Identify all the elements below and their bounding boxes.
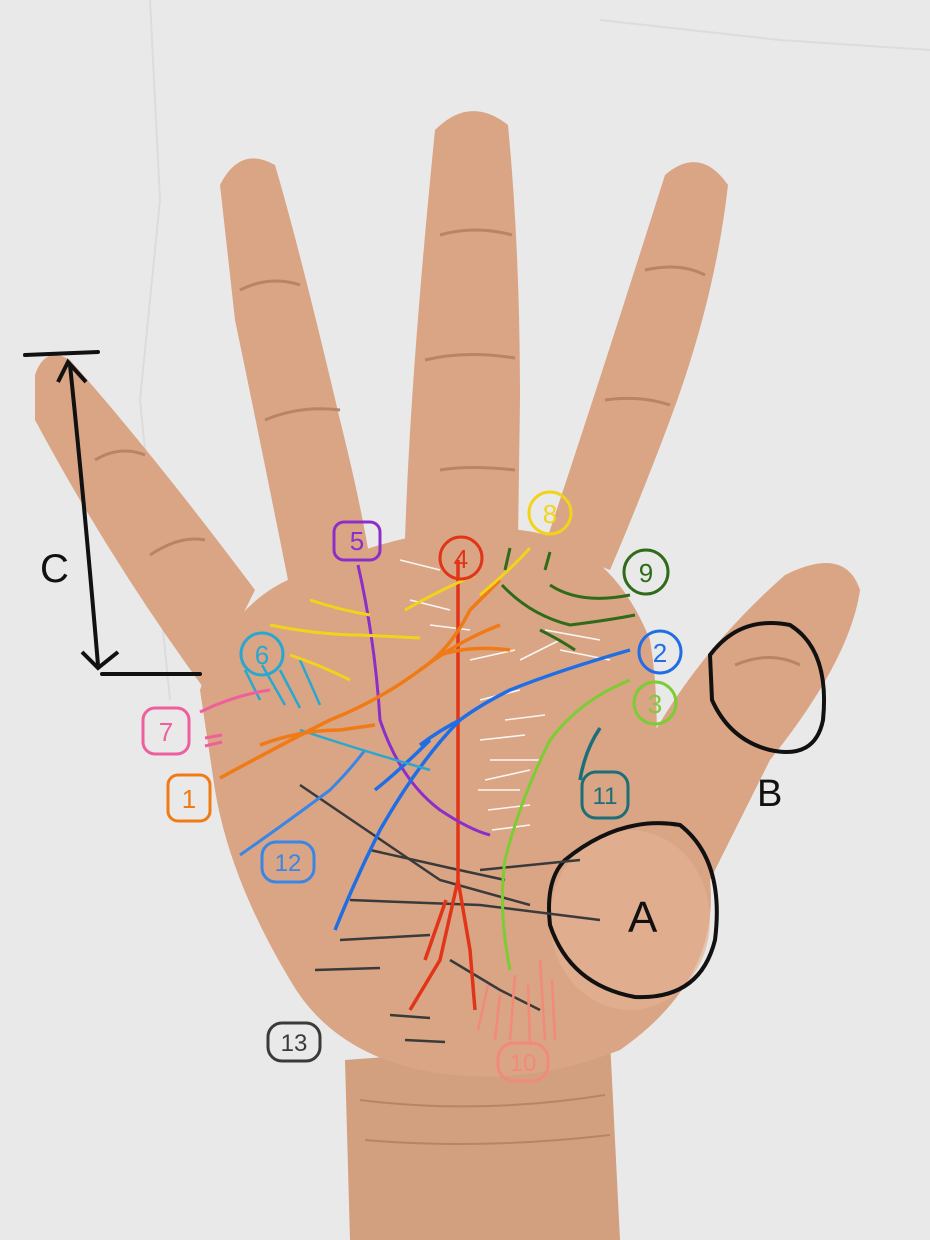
- badge-line-1-label: 1: [182, 784, 196, 814]
- badge-line-9-label: 9: [639, 558, 653, 588]
- region-a: A: [547, 821, 719, 1000]
- badge-line-2: 2: [637, 629, 683, 675]
- line-10-stroke: [476, 959, 557, 1046]
- wall-crack: [599, 19, 930, 51]
- badge-line-10-label: 10: [510, 1050, 537, 1077]
- line-12-stroke: [239, 749, 367, 857]
- badge-line-8: 8: [527, 490, 573, 536]
- badge-line-13: 13: [266, 1021, 322, 1063]
- badge-line-3-label: 3: [648, 689, 662, 719]
- line-2-stroke: [333, 648, 631, 931]
- line-3-stroke: [500, 678, 631, 971]
- badge-line-4-label: 4: [454, 544, 468, 574]
- badge-line-8-label: 8: [543, 499, 557, 529]
- line-11-stroke: [578, 727, 602, 781]
- badge-line-6: 6: [239, 631, 285, 677]
- badge-line-13-label: 13: [281, 1030, 308, 1057]
- line-6-stroke: [243, 659, 431, 772]
- arrowhead-up-icon: [56, 358, 88, 384]
- middle-finger: [405, 111, 520, 541]
- wrist-creases: [359, 1094, 611, 1145]
- line-5-stroke: [356, 564, 491, 837]
- pinky-finger: [35, 355, 255, 690]
- thumb-crease: [734, 656, 801, 667]
- badge-line-7: 7: [141, 706, 191, 756]
- badge-line-1: 1: [166, 773, 212, 823]
- white-hatch-lines: [399, 559, 611, 831]
- middle-finger-creases: [424, 228, 516, 472]
- badge-line-6-label: 6: [255, 640, 269, 670]
- region-b: B: [707, 621, 826, 815]
- label-c: C: [40, 547, 69, 591]
- line-9-stroke: [500, 547, 636, 652]
- index-finger: [545, 162, 728, 570]
- badge-line-12: 12: [260, 840, 316, 884]
- label-b: B: [757, 773, 782, 815]
- line-1-stroke: [219, 578, 511, 780]
- thenar-eminence: [550, 830, 710, 1010]
- badge-line-3: 3: [632, 680, 678, 726]
- badge-line-7-label: 7: [159, 717, 173, 747]
- badge-line-5: 5: [332, 520, 382, 562]
- measurement-c: C: [23, 350, 202, 676]
- badge-line-5-label: 5: [350, 526, 364, 556]
- badge-line-2-label: 2: [653, 638, 667, 668]
- thumb: [640, 563, 860, 900]
- badge-line-11: 11: [580, 770, 630, 820]
- badge-line-4: 4: [438, 535, 484, 581]
- arrowhead-down-icon: [80, 650, 120, 671]
- line-7-stroke: [199, 688, 271, 748]
- wrist: [345, 1040, 620, 1240]
- index-finger-creases: [604, 265, 706, 407]
- pinky-finger-creases: [94, 449, 206, 557]
- ring-finger: [220, 158, 370, 591]
- badge-line-10: 10: [496, 1041, 550, 1083]
- line-13-strokes: [299, 783, 601, 1044]
- label-a: A: [628, 893, 658, 942]
- badge-line-9: 9: [622, 548, 670, 596]
- badge-line-12-label: 12: [275, 850, 302, 877]
- ring-finger-creases: [239, 279, 341, 422]
- badge-line-11-label: 11: [593, 783, 618, 810]
